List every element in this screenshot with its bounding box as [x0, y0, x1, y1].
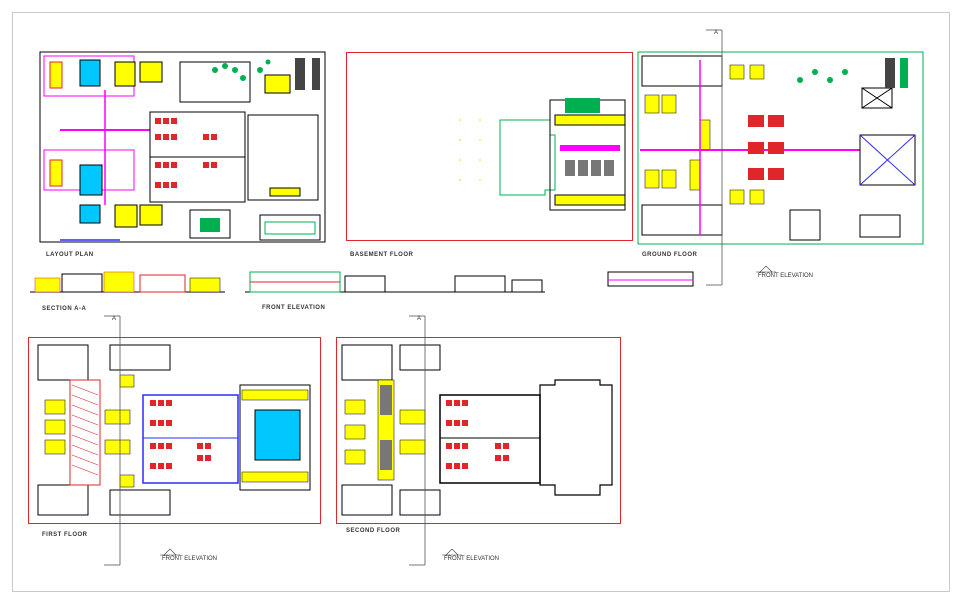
- section-cut-lines: [104, 29, 723, 566]
- second-floor-frame: [336, 337, 621, 524]
- elevation-tag-marks: [160, 265, 776, 556]
- front-elevation-tag-first: FRONT ELEVATION: [162, 556, 218, 562]
- section-aa-drawing: [30, 271, 225, 293]
- second-floor-label: SECOND FLOOR: [346, 528, 401, 534]
- first-floor-label: FIRST FLOOR: [42, 532, 88, 538]
- layout-plan-drawing: [39, 51, 326, 243]
- basement-floor-label: BASEMENT FLOOR: [350, 252, 414, 258]
- front-elevation-top-label: FRONT ELEVATION: [262, 305, 326, 311]
- first-floor-drawing: [37, 344, 311, 516]
- section-marker-a-first: A: [112, 316, 117, 322]
- second-floor-drawing: [341, 344, 613, 516]
- front-elevation-tag-ground: FRONT ELEVATION: [758, 273, 814, 279]
- layout-plan-label: LAYOUT PLAN: [46, 252, 94, 258]
- front-elevation-top-drawing: [245, 271, 694, 293]
- front-elevation-tag-second: FRONT ELEVATION: [444, 556, 500, 562]
- section-aa-label: SECTION A-A: [42, 306, 87, 312]
- basement-floor-drawing: [459, 98, 626, 211]
- sheet-border: [12, 12, 950, 592]
- basement-floor-frame: [346, 52, 633, 241]
- first-floor-frame: [28, 337, 321, 524]
- ground-floor-label: GROUND FLOOR: [642, 252, 698, 258]
- section-marker-a-second: A: [417, 316, 422, 322]
- section-marker-a-ground: A: [714, 30, 719, 36]
- ground-floor-drawing: [637, 51, 924, 245]
